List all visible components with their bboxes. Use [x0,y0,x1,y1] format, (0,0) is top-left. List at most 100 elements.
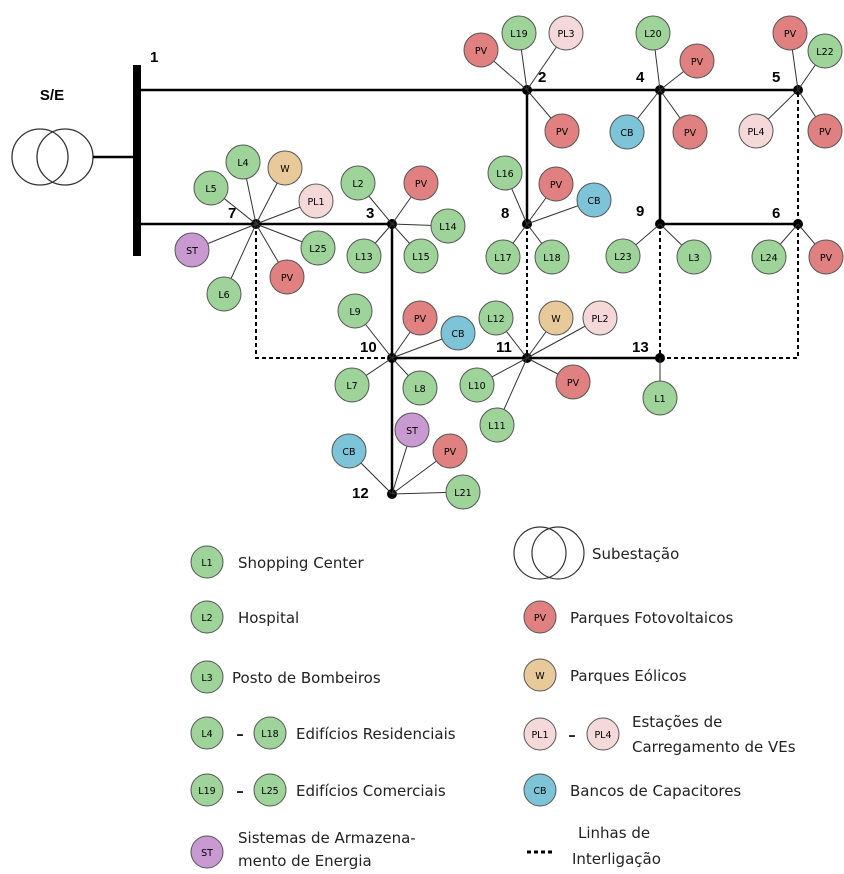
charging-pl3-node: PL3 [548,15,584,51]
svg-text:L12: L12 [487,314,504,325]
storage-node: ST [394,412,430,448]
charging-pl2-node: PL2 [582,300,618,336]
svg-text:L9: L9 [349,307,360,318]
pv-node: PV [269,259,305,295]
load-l6-node: L6 [206,276,242,312]
load-l16-node: L16 [487,155,523,191]
svg-text:W: W [280,164,290,175]
svg-text:L18: L18 [261,729,278,740]
svg-text:CB: CB [342,447,355,458]
legend-wind: W Parques Eólicos [523,658,687,692]
legend-residential: L4 – L18 Edifícios Residenciais [190,716,456,750]
svg-text:Bancos de Capacitores: Bancos de Capacitores [570,782,741,800]
bus-9-label: 9 [636,203,644,220]
svg-text:CB: CB [451,329,464,340]
svg-text:W: W [535,671,545,682]
pv-node: PV [432,433,468,469]
load-l10-node: L10 [459,367,495,403]
svg-text:L15: L15 [412,252,429,263]
legend: L1 Shopping Center L2 Hospital L3 Posto … [190,526,796,870]
svg-text:Interligação: Interligação [572,850,661,868]
bus-3-label: 3 [366,205,374,222]
svg-text:PV: PV [550,180,563,191]
svg-text:PV: PV [684,128,697,139]
svg-text:L20: L20 [644,29,661,40]
load-l12-node: L12 [478,300,514,336]
svg-text:L13: L13 [355,252,372,263]
svg-text:Shopping Center: Shopping Center [238,554,365,572]
pv-node: PV [672,114,708,150]
svg-text:CB: CB [533,786,546,797]
capacitor-node: CB [576,182,612,218]
load-l20-node: L20 [635,15,671,51]
svg-text:L25: L25 [309,244,326,255]
svg-text:PL4: PL4 [594,730,611,741]
capacitor-node: CB [440,315,476,351]
charging-pl1-node: PL1 [298,183,334,219]
tie-lines [255,90,799,359]
load-l24-node: L24 [751,239,787,275]
svg-text:PV: PV [819,127,832,138]
legend-shopping: L1 Shopping Center [190,545,365,579]
pv-node: PV [403,165,439,201]
svg-text:L6: L6 [218,290,229,301]
svg-text:PV: PV [444,447,457,458]
pv-node: PV [772,15,808,51]
svg-text:PV: PV [567,378,580,389]
svg-text:L2: L2 [352,179,363,190]
svg-text:PV: PV [281,273,294,284]
svg-text:ST: ST [201,848,213,859]
svg-text:PV: PV [414,314,427,325]
load-l2-node: L2 [340,165,376,201]
svg-text:Edifícios Comerciais: Edifícios Comerciais [296,782,446,800]
svg-text:L1: L1 [201,558,212,569]
svg-text:Hospital: Hospital [238,609,299,627]
legend-substation: Subestação [513,526,679,580]
load-l14-node: L14 [430,208,466,244]
pv-node: PV [538,166,574,202]
svg-text:Estações de: Estações de [632,713,722,731]
load-l25-node: L25 [300,230,336,266]
load-l1-node: L1 [642,380,678,416]
load-l21-node: L21 [445,474,481,510]
svg-text:L17: L17 [494,253,511,264]
substation-label: S/E [40,87,64,104]
load-l18-node: L18 [534,239,570,275]
svg-text:Parques Eólicos: Parques Eólicos [570,667,687,685]
svg-text:PV: PV [534,613,547,624]
svg-text:L22: L22 [816,47,833,58]
legend-hospital: L2 Hospital [190,600,299,634]
pv-node: PV [807,113,843,149]
svg-text:–: – [568,726,576,744]
svg-text:L4: L4 [201,729,212,740]
legend-storage: ST Sistemas de Armazena- mento de Energi… [190,829,416,870]
pv-node: PV [808,239,844,275]
bus-11-label: 11 [496,339,512,356]
svg-text:Linhas de: Linhas de [578,824,650,842]
legend-capacitors: CB Bancos de Capacitores [523,773,741,807]
bus-1-label: 1 [150,49,158,66]
svg-text:L19: L19 [198,786,215,797]
load-l17-node: L17 [485,239,521,275]
svg-text:CB: CB [620,128,633,139]
load-l15-node: L15 [403,238,439,274]
svg-text:mento de Energia: mento de Energia [238,852,372,870]
svg-text:PV: PV [556,127,569,138]
svg-text:PL1: PL1 [531,730,548,741]
svg-text:L1: L1 [654,394,665,405]
wind-node: W [538,300,574,336]
load-l11-node: L11 [479,407,515,443]
legend-pv: PV Parques Fotovoltaicos [523,600,734,634]
svg-text:PL2: PL2 [591,314,608,325]
bus-13-label: 13 [632,339,649,356]
storage-node: ST [174,232,210,268]
svg-text:L16: L16 [496,169,513,180]
svg-text:Posto de Bombeiros: Posto de Bombeiros [232,669,381,687]
load-l3-node: L3 [676,239,712,275]
svg-text:–: – [236,782,244,800]
pv-node: PV [463,32,499,68]
svg-text:L14: L14 [439,222,456,233]
bus-10-label: 10 [360,339,377,356]
legend-tie-lines: Linhas de Interligação [527,824,661,868]
